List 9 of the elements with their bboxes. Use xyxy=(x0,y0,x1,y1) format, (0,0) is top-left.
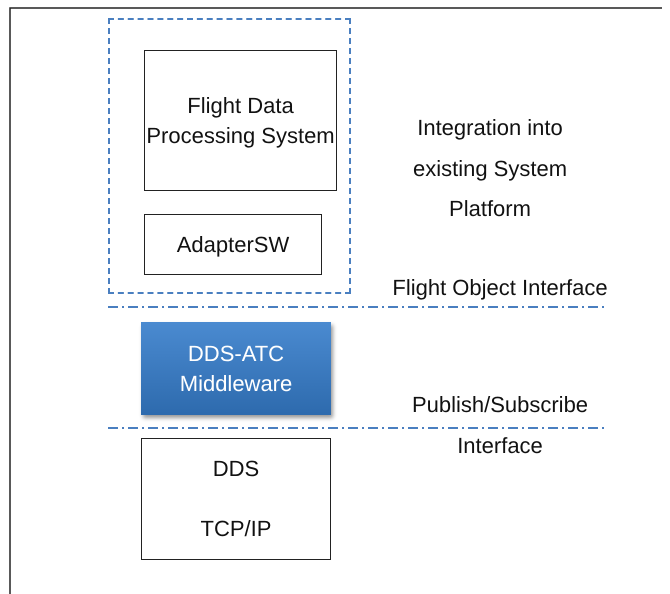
middleware-box: DDS-ATC Middleware xyxy=(141,322,331,415)
annotation-text: Publish/Subscribe Interface xyxy=(410,391,590,460)
annotation-text: Integration into existing System Platform xyxy=(412,114,568,224)
annotation-text: Flight Object Interface xyxy=(391,274,609,302)
layer-box: TCP/IP xyxy=(141,498,331,560)
group-box xyxy=(108,18,351,294)
component-box: AdapterSW xyxy=(144,214,322,275)
layer-box: DDS xyxy=(141,438,331,499)
system-box: Flight Data Processing System xyxy=(144,50,337,191)
